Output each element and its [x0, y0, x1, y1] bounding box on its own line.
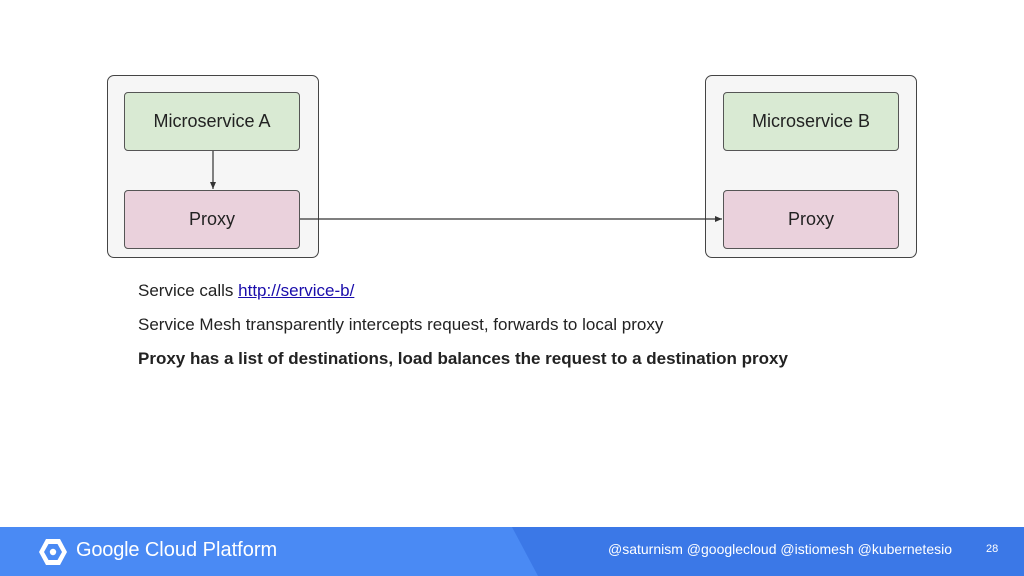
microservice-a-box: Microservice A: [124, 92, 300, 151]
service-calls-line: Service calls http://service-b/: [138, 281, 354, 301]
gcp-brand-text: Google Cloud Platform: [76, 539, 277, 562]
load-balance-description: Proxy has a list of destinations, load b…: [138, 349, 788, 368]
microservice-b-label: Microservice B: [751, 111, 871, 131]
proxy-b-box: Proxy: [723, 190, 899, 249]
proxy-a-label: Proxy: [188, 209, 235, 229]
page-number: 28: [986, 543, 999, 555]
proxy-a-box: Proxy: [124, 190, 300, 249]
footer-bar: Google Cloud Platform @saturnism @google…: [0, 527, 1024, 576]
social-handles: @saturnism @googlecloud @istiomesh @kube…: [608, 541, 953, 557]
microservice-b-box: Microservice B: [723, 92, 899, 151]
brand-product: Cloud Platform: [144, 539, 278, 561]
footer-dark-stripe: [512, 527, 1024, 576]
intercept-description: Service Mesh transparently intercepts re…: [138, 315, 664, 334]
service-calls-text: Service calls: [138, 281, 239, 300]
brand-google: Google: [76, 539, 140, 561]
proxy-b-label: Proxy: [787, 209, 834, 229]
service-b-link[interactable]: http://service-b/: [238, 281, 355, 300]
microservice-a-label: Microservice A: [153, 111, 271, 131]
google-cloud-logo-icon: [39, 539, 67, 565]
